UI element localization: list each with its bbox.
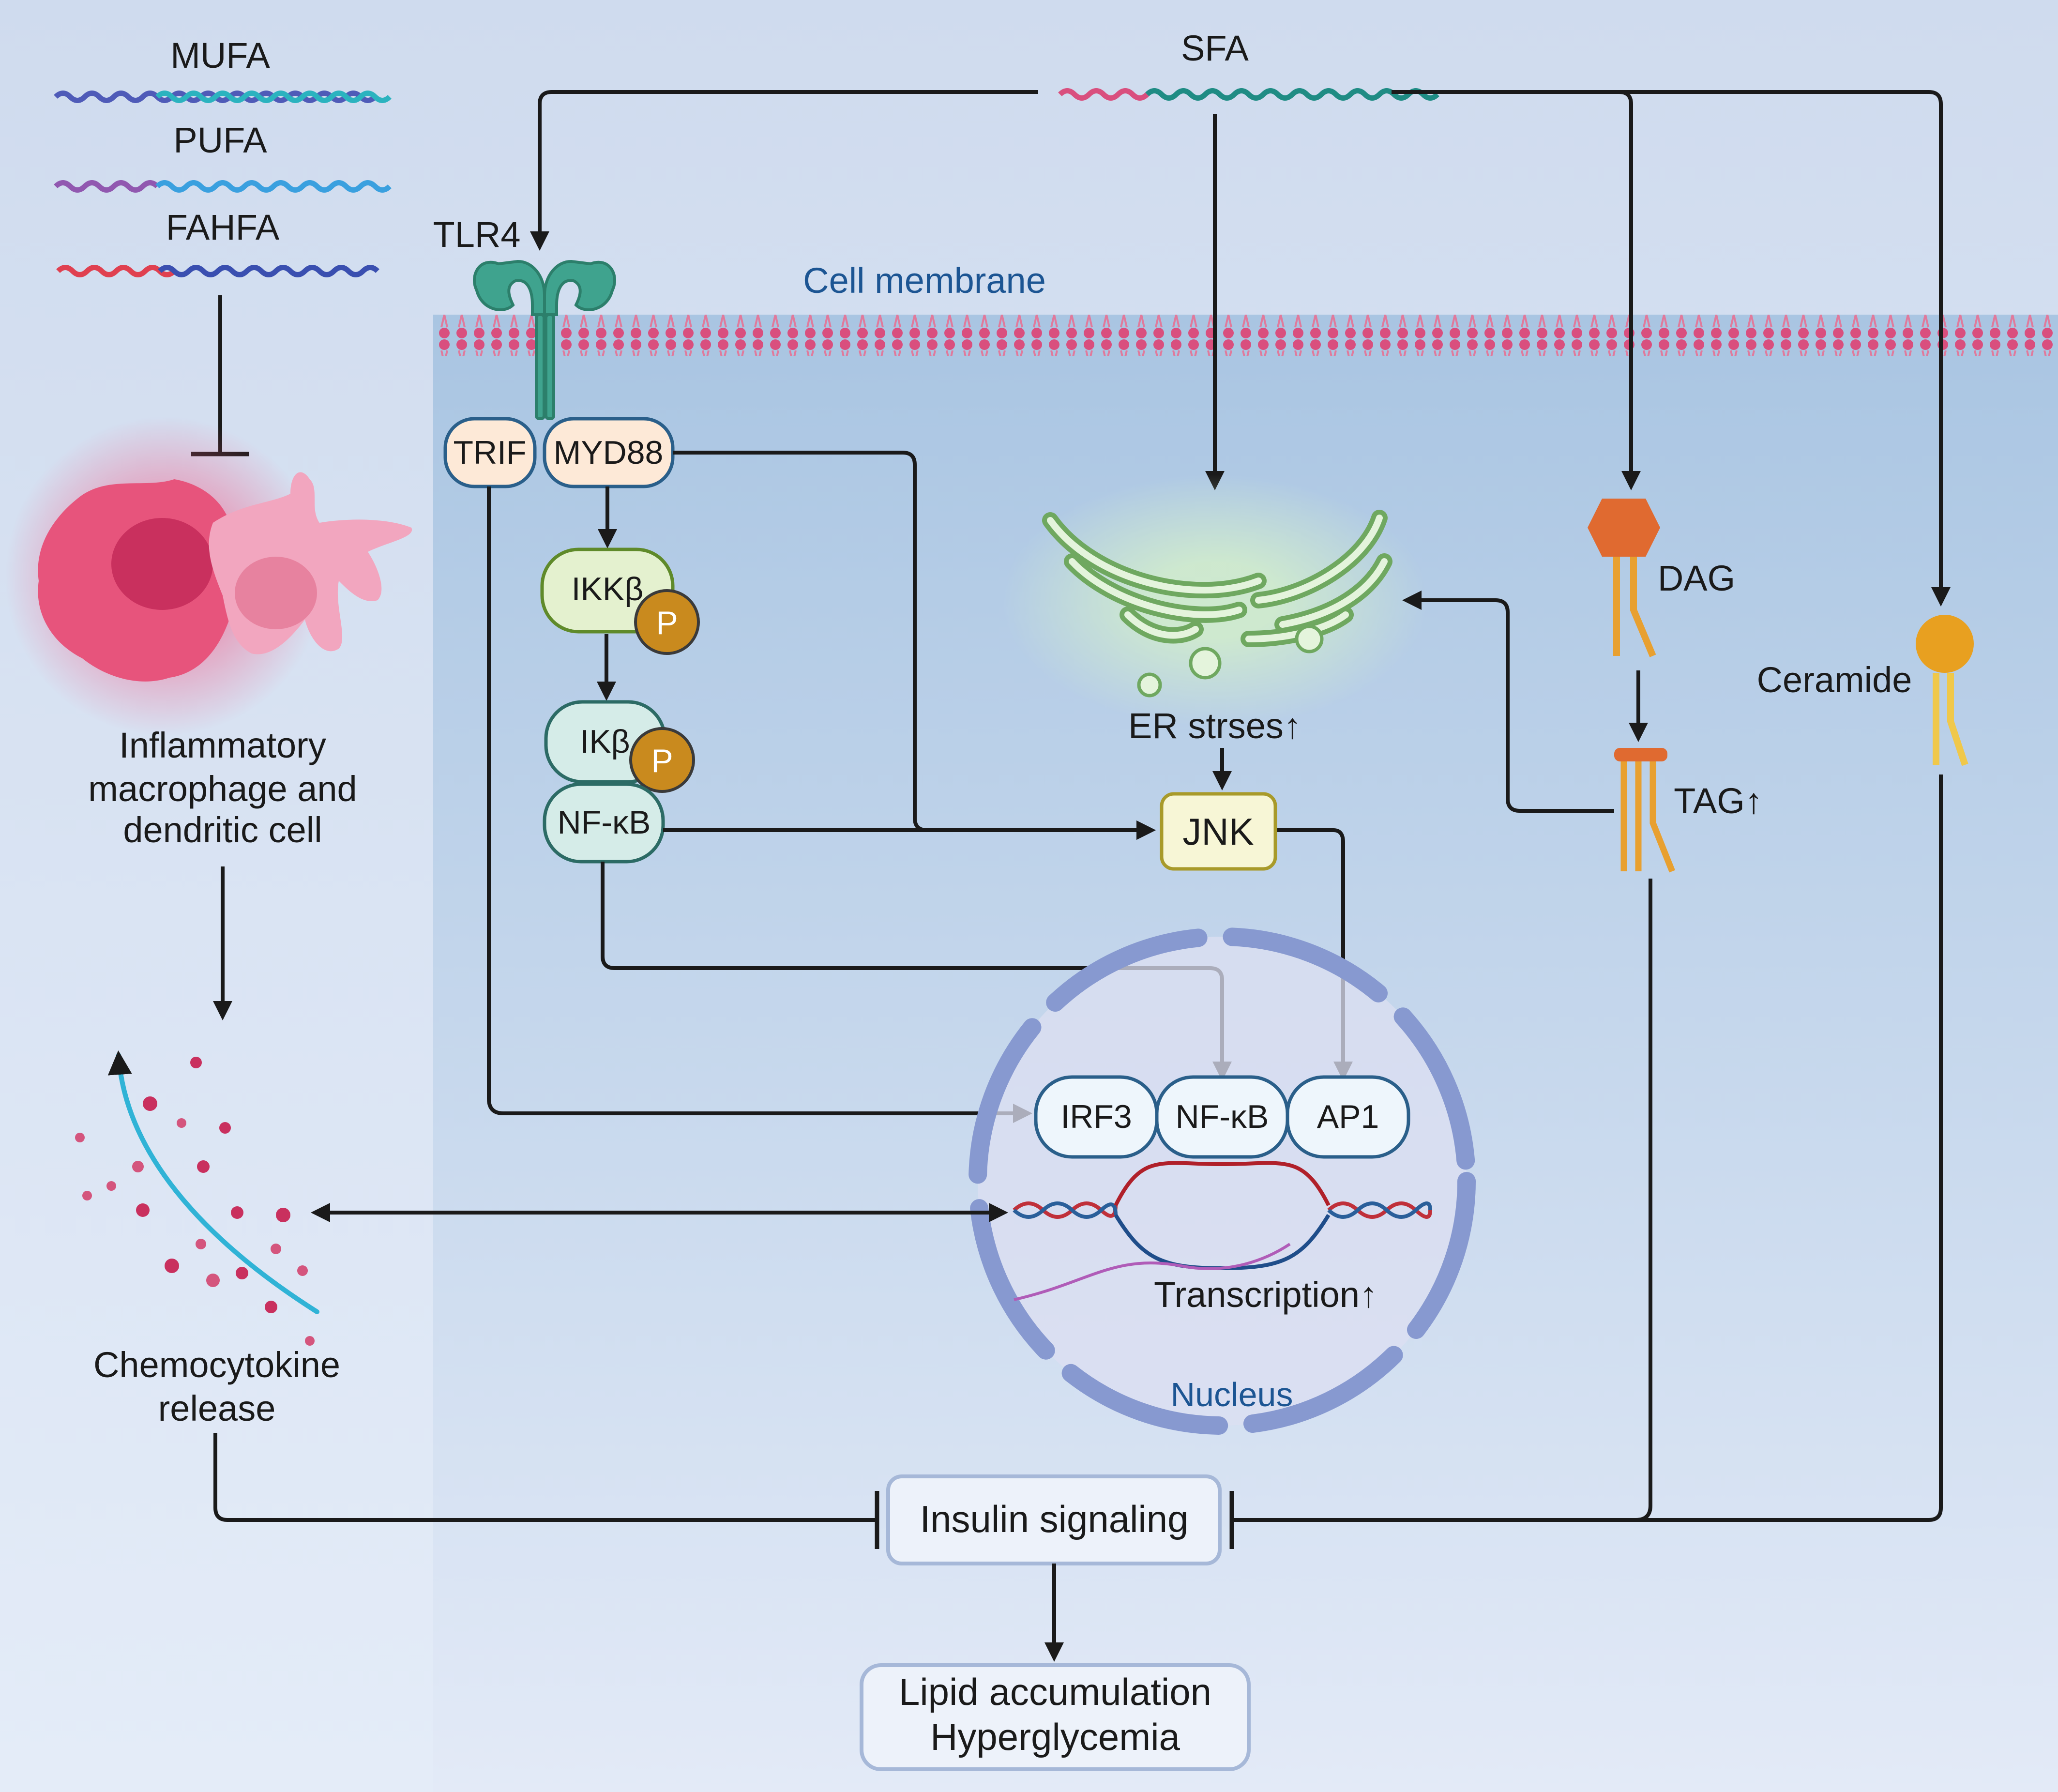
tf-nfkb-label: NF-κB xyxy=(1176,1098,1269,1135)
ceramide-label: Ceramide xyxy=(1757,660,1912,700)
release-label-1: Chemocytokine xyxy=(93,1345,340,1385)
lipid-accumulation-label: Lipid accumulation xyxy=(899,1671,1211,1713)
mufa-chain xyxy=(54,91,392,103)
phospho-label-ikb: P xyxy=(651,743,673,779)
tf-ap1-label: AP1 xyxy=(1317,1098,1379,1135)
dag-molecule xyxy=(1588,499,1660,657)
immune-cell-illustration xyxy=(5,416,412,736)
jnk-label: JNK xyxy=(1182,810,1254,853)
nfkb-cytoplasm-label: NF-κB xyxy=(558,804,651,841)
signal-connectors xyxy=(487,451,1353,1123)
ikkb-label: IKKβ xyxy=(572,571,644,607)
tlr4-receptor xyxy=(473,259,616,420)
tag-label: TAG↑ xyxy=(1674,781,1763,821)
tf-irf3-node: IRF3 xyxy=(1034,1075,1159,1159)
tf-nfkb-node: NF-κB xyxy=(1155,1075,1289,1159)
nucleus-label: Nucleus xyxy=(1171,1376,1293,1413)
immune-cell-label-1: Inflammatory xyxy=(119,725,326,765)
immune-cell-label-3: dendritic cell xyxy=(123,810,322,850)
dag-label: DAG xyxy=(1658,558,1735,598)
cell-membrane xyxy=(433,315,2058,356)
dna-strand xyxy=(1013,1161,1432,1301)
hyperglycemia-label: Hyperglycemia xyxy=(930,1716,1180,1758)
jnk-node: JNK xyxy=(1160,792,1277,871)
sfa-connectors xyxy=(530,90,1951,607)
myd88-node: MYD88 xyxy=(543,417,675,488)
tag-molecule xyxy=(1614,748,1676,873)
trif-label: TRIF xyxy=(453,434,526,471)
phospho-label-ikkb: P xyxy=(656,605,678,641)
er-stress-label: ER strses↑ xyxy=(1128,706,1301,746)
trif-node: TRIF xyxy=(443,417,537,488)
pufa-chain xyxy=(54,180,392,193)
release-label-2: release xyxy=(158,1388,276,1428)
phospho-badge-ikb: P xyxy=(629,727,695,793)
cell-membrane-label: Cell membrane xyxy=(803,260,1046,301)
insulin-signaling-node: Insulin signaling xyxy=(886,1474,1222,1565)
pufa-label: PUFA xyxy=(173,120,267,160)
myd88-label: MYD88 xyxy=(554,434,664,471)
phospho-badge-ikkb: P xyxy=(634,589,700,655)
nfkb-cytoplasm-node: NF-κB xyxy=(543,782,665,864)
ikb-label: IKβ xyxy=(580,723,630,760)
chemocytokine-particles xyxy=(75,1050,319,1346)
inhibit-insulin-right xyxy=(1229,775,1943,1549)
fahfa-chain xyxy=(56,265,379,277)
tf-irf3-label: IRF3 xyxy=(1060,1098,1132,1135)
immune-cell-label-2: macrophage and xyxy=(88,769,357,809)
nucleus xyxy=(968,927,1476,1435)
sfa-chain xyxy=(1058,88,1439,101)
tf-ap1-node: AP1 xyxy=(1286,1075,1410,1159)
mufa-label: MUFA xyxy=(170,35,270,76)
insulin-signaling-label: Insulin signaling xyxy=(920,1498,1188,1540)
inhibit-insulin-left xyxy=(213,1433,879,1549)
transcription-label: Transcription↑ xyxy=(1154,1275,1377,1315)
sfa-label: SFA xyxy=(1181,28,1249,68)
fahfa-label: FAHFA xyxy=(166,207,280,247)
er-organelle xyxy=(1002,474,1428,726)
tlr4-label: TLR4 xyxy=(433,214,521,255)
outcome-node: Lipid accumulation Hyperglycemia xyxy=(860,1663,1251,1771)
arrow-tag-er xyxy=(1402,591,1614,813)
ceramide-molecule xyxy=(1916,615,1974,766)
